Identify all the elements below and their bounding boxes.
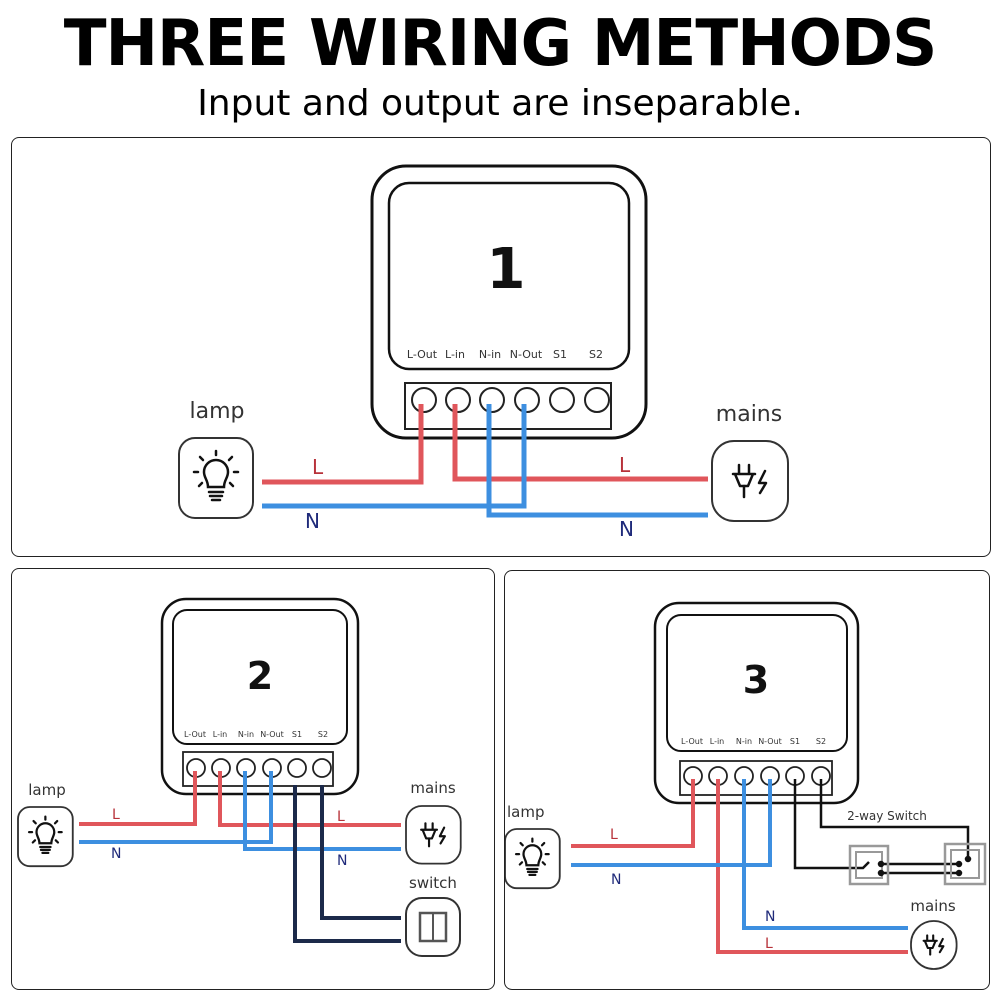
terminal-label-s1: S1 [292, 730, 302, 739]
wire-label-mains-live: L [619, 453, 631, 477]
wires [571, 779, 908, 954]
lamp-label: lamp [28, 781, 66, 799]
terminal-label-l-in: L-in [710, 737, 725, 746]
lightbulb-icon [17, 806, 74, 868]
terminal-label-n-out: N-Out [260, 730, 284, 739]
s1-wire [793, 779, 870, 870]
switch-label: switch [409, 874, 457, 892]
wire-label-mains-neutral: N [337, 853, 347, 869]
terminal-label-l-in: L-in [445, 348, 465, 361]
wires [262, 404, 708, 518]
lightbulb-icon [178, 437, 254, 519]
terminal-label-s2: S2 [589, 348, 603, 361]
wire-label-mains-live: L [765, 936, 773, 952]
wire-label-mains-neutral: N [619, 517, 634, 541]
terminal-label-n-in: N-in [736, 737, 752, 746]
mains-neutral-wire [742, 779, 908, 930]
lamp-neutral-wire [79, 771, 273, 844]
wires [79, 771, 401, 943]
switch-wire-s2 [320, 785, 401, 920]
terminal-label-l-out: L-Out [407, 348, 438, 361]
terminal-l-in [445, 387, 471, 413]
method-number: 3 [743, 658, 769, 702]
mains-live-wire [452, 404, 708, 482]
terminal-s2 [312, 758, 332, 778]
wire-label-mains-live: L [337, 809, 345, 825]
terminal-block [186, 758, 332, 778]
terminal-n-in [479, 387, 505, 413]
terminal-label-l-in: L-in [213, 730, 228, 739]
mains-live-wire [716, 779, 908, 954]
wire-label-lamp-live: L [610, 827, 618, 843]
lamp-live-wire [79, 771, 197, 826]
switch-wire-s1 [293, 785, 401, 943]
terminal-label-s1: S1 [790, 737, 800, 746]
wiring-diagram-3: 3 L-Out L-in N-in N-Out S1 S2 [505, 601, 987, 970]
terminal-s1 [549, 387, 575, 413]
lamp-label: lamp [190, 399, 245, 424]
terminal-s1 [287, 758, 307, 778]
wire-label-lamp-neutral: N [611, 872, 621, 888]
terminal-label-l-out: L-Out [184, 730, 206, 739]
smart-switch-module: 3 L-Out L-in N-in N-Out S1 S2 [653, 601, 860, 805]
terminal-label-s2: S2 [318, 730, 328, 739]
lamp-neutral-wire [262, 404, 527, 509]
mains-live-wire [218, 771, 401, 827]
two-way-switch-icon [848, 842, 987, 886]
lamp-neutral-wire [571, 779, 772, 867]
smart-switch-module: 2 L-Out L-in N-in N-Out S1 S2 [160, 597, 360, 796]
terminal-labels: L-Out L-in N-in N-Out S1 S2 [184, 730, 328, 739]
two-way-switch-b [943, 842, 987, 886]
terminal-label-s1: S1 [553, 348, 567, 361]
lamp-label: lamp [507, 803, 545, 821]
terminal-label-n-in: N-in [238, 730, 254, 739]
wire-label-lamp-neutral: N [305, 509, 320, 533]
lamp-live-wire [571, 779, 695, 848]
lightbulb-icon [505, 828, 561, 890]
lamp-live-wire [262, 404, 424, 485]
wiring-diagram-2: 2 L-Out L-in N-in N-Out S1 S2 [17, 597, 462, 957]
mains-neutral-wire [486, 404, 708, 518]
terminal-s2 [584, 387, 610, 413]
method-number: 2 [247, 654, 273, 698]
plug-lightning-icon [910, 920, 958, 970]
page-subtitle: Input and output are inseparable. [197, 83, 803, 124]
wiring-method-3-panel: 3 L-Out L-in N-in N-Out S1 S2 [504, 570, 990, 990]
terminal-label-n-out: N-Out [758, 737, 782, 746]
wiring-diagram-1: 1 L-Out L-in N-in N-Out S1 S2 [178, 164, 789, 541]
wiring-method-1-panel: 1 L-Out L-in N-in N-Out S1 S2 [11, 137, 991, 557]
terminal-label-l-out: L-Out [681, 737, 703, 746]
terminal-n-out [514, 387, 540, 413]
smart-switch-module: 1 L-Out L-in N-in N-Out S1 S2 [370, 164, 648, 440]
mains-neutral-wire [243, 771, 401, 851]
mains-label: mains [716, 402, 782, 427]
terminal-block [411, 387, 610, 413]
plug-lightning-icon [405, 805, 462, 865]
wall-switch-icon [405, 897, 461, 957]
wire-label-mains-neutral: N [765, 909, 775, 925]
mains-label: mains [410, 779, 455, 797]
method-number: 1 [487, 237, 526, 302]
wire-label-lamp-live: L [112, 807, 120, 823]
terminal-label-s2: S2 [816, 737, 826, 746]
wiring-method-2-panel: 2 L-Out L-in N-in N-Out S1 S2 [11, 568, 495, 990]
terminal-label-n-out: N-Out [510, 348, 543, 361]
wire-label-lamp-neutral: N [111, 846, 121, 862]
wire-label-lamp-live: L [312, 455, 324, 479]
terminal-l-out [411, 387, 437, 413]
mains-label: mains [910, 897, 955, 915]
two-way-switch-label: 2-way Switch [847, 809, 927, 823]
plug-lightning-icon [711, 440, 789, 522]
terminal-labels: L-Out L-in N-in N-Out S1 S2 [681, 737, 826, 746]
page-title: THREE WIRING METHODS [63, 7, 938, 81]
terminal-labels: L-Out L-in N-in N-Out S1 S2 [407, 348, 603, 361]
terminal-label-n-in: N-in [479, 348, 501, 361]
